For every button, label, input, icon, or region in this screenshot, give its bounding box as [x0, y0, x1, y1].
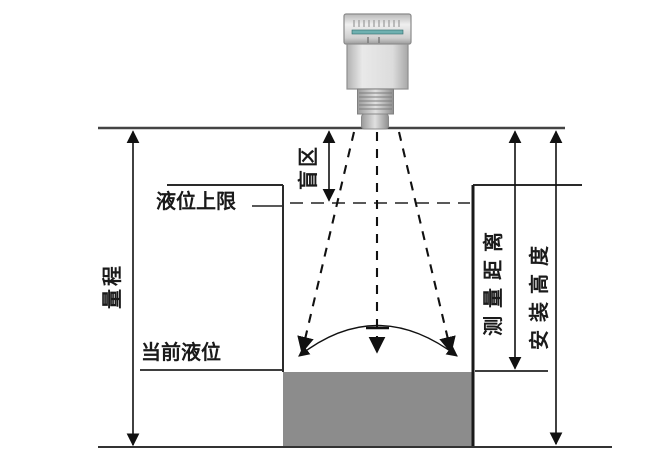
label-range: 量程	[102, 263, 124, 309]
sensor-body	[346, 43, 409, 90]
liquid-fill	[283, 372, 473, 447]
label-install-height: 安装高度	[529, 238, 551, 350]
sensor-cap-tabs	[367, 37, 380, 43]
sensor-thread-lines	[359, 92, 392, 110]
sensor-cap	[343, 13, 412, 45]
right-tank-wall	[471, 184, 582, 446]
sensor-transducer-tip	[361, 113, 389, 130]
sensor-terminal-ticks	[353, 20, 400, 27]
ultrasonic-beam-cone	[297, 131, 456, 354]
echo-wavefront-arc	[298, 324, 458, 357]
sensor-label-strip	[351, 29, 404, 35]
label-upper-limit: 液位上限	[156, 191, 236, 213]
label-current-level: 当前液位	[141, 342, 221, 364]
ultrasonic-sensor	[343, 13, 412, 130]
label-measure-distance: 测量距离	[483, 224, 505, 336]
left-tank-wall	[167, 184, 284, 372]
label-blind-zone: 盲区	[298, 144, 320, 190]
upper-limit-level-line	[252, 202, 470, 207]
